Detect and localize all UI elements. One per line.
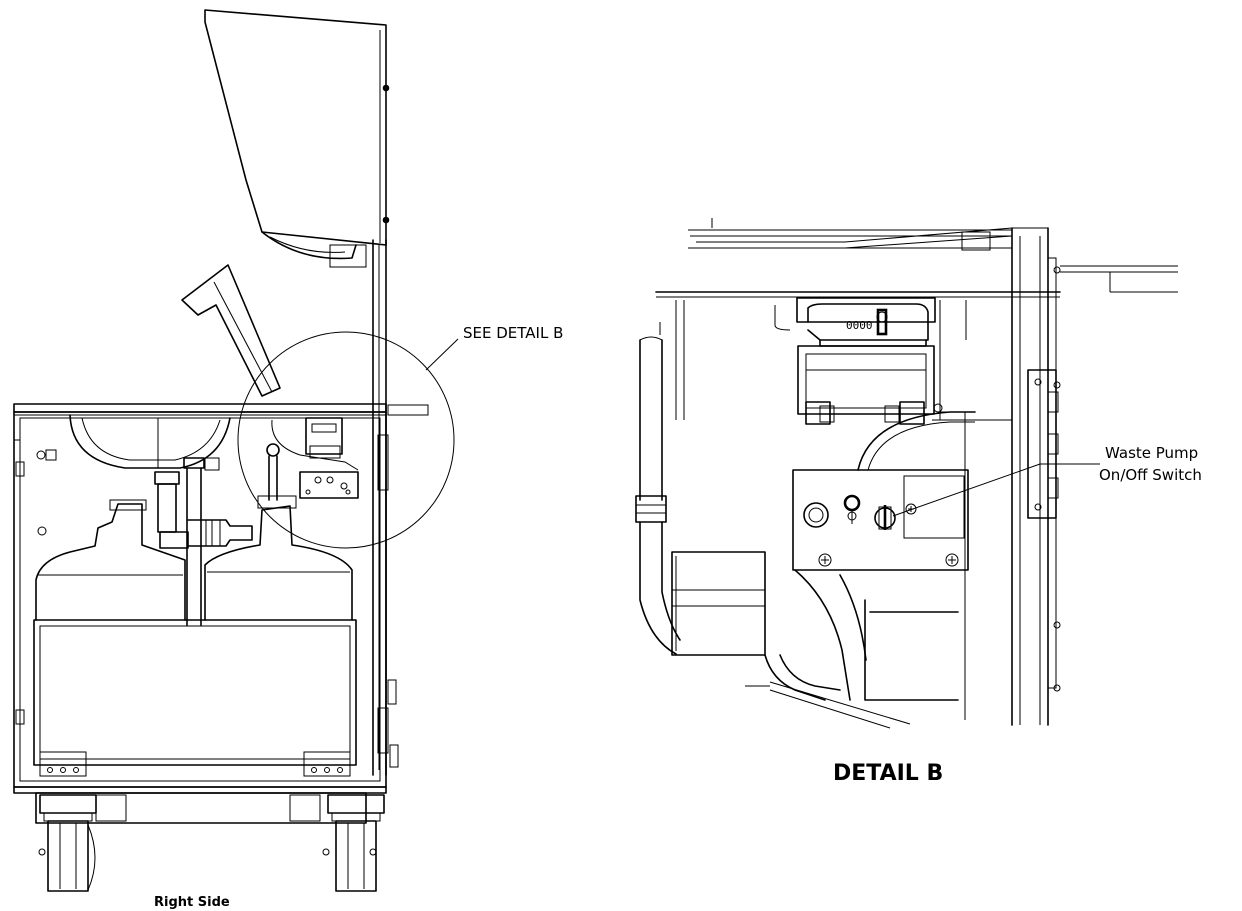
waste-pump-small [271,417,359,499]
caster-right [322,794,385,892]
detail-b-view: 0000 [635,218,1202,786]
right-side-caption: Right Side [154,895,230,910]
left-pipe [635,300,685,655]
display-hood [204,9,390,268]
see-detail-label: SEE DETAIL B [463,324,563,342]
lower-bin [33,619,357,777]
drain-hose [745,569,911,729]
sink-bowl [69,414,231,469]
faucet-spout [181,264,281,397]
switch-plate [792,469,969,571]
tank [857,411,976,720]
detail-b-callout: SEE DETAIL B [237,324,563,549]
caster-left [38,794,97,892]
drain-assembly [154,471,253,549]
base-rail [13,786,387,824]
pump-dial-marks: 0000 [846,319,873,332]
waste-pump-label-line1: Waste Pump [1105,444,1198,462]
right-side-view: SEE DETAIL B Right Side [13,9,563,910]
cabinet [13,411,399,788]
reservoir-box [671,551,959,701]
switch-leader: Waste Pump On/Off Switch [892,444,1202,517]
frame-upright [932,227,1061,726]
center-pipe [183,457,220,626]
water-bottles [35,443,353,621]
detail-b-caption: DETAIL B [833,761,943,786]
countertop [13,403,429,416]
waste-pump-large: 0000 [774,297,967,425]
waste-pump-label-line2: On/Off Switch [1099,466,1202,484]
top-plate [655,218,1178,298]
